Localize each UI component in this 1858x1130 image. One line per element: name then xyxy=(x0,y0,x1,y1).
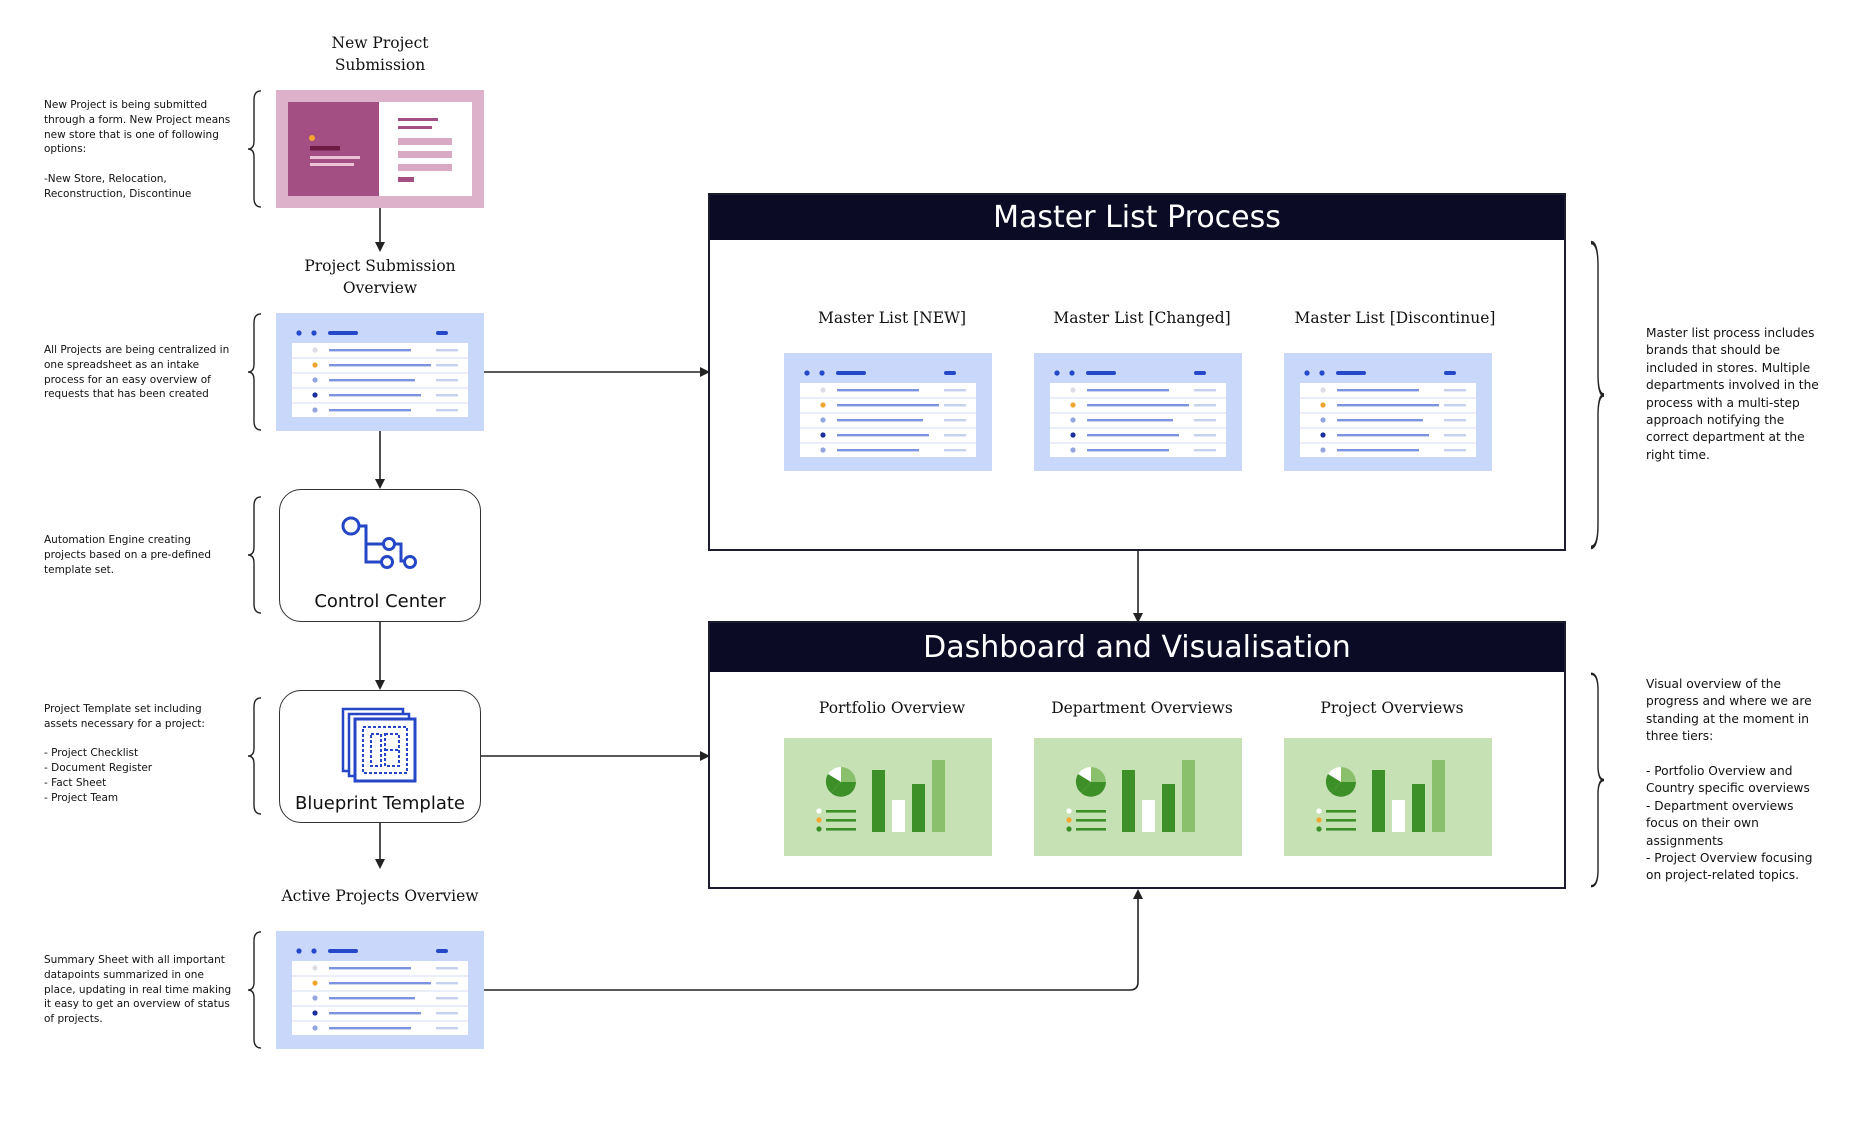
note-dashboard: Visual overview of the progress and wher… xyxy=(1646,677,1813,883)
dashboard-panel: Dashboard and Visualisation Portfolio Ov… xyxy=(708,621,1566,889)
active-projects-sheet-icon xyxy=(276,931,484,1049)
brace-submission-overview xyxy=(247,313,262,431)
active-projects-title: Active Projects Overview xyxy=(281,887,479,905)
project-dashboard-icon xyxy=(1284,738,1492,856)
note-submission-overview: All Projects are being centralized in on… xyxy=(44,344,230,401)
brace-master-list xyxy=(1589,240,1605,550)
brace-new-project xyxy=(247,90,262,208)
master-list-discontinue-label: Master List [Discontinue] xyxy=(1294,309,1496,327)
department-dashboard-icon xyxy=(1034,738,1242,856)
blueprint-icon xyxy=(341,707,417,783)
brace-dashboard xyxy=(1589,672,1605,888)
new-project-title: New Project Submission xyxy=(331,34,429,75)
form-icon xyxy=(276,90,484,208)
master-list-title: Master List Process xyxy=(710,195,1564,240)
brace-active-projects xyxy=(247,931,262,1049)
workflow-icon xyxy=(341,516,417,569)
control-center-label: Control Center xyxy=(314,591,446,612)
arrow-active-to-dashboard xyxy=(484,889,1143,991)
submission-overview-title: Project Submission Overview xyxy=(304,257,456,298)
master-list-new-label: Master List [NEW] xyxy=(817,309,967,327)
master-list-changed-label: Master List [Changed] xyxy=(1053,309,1231,327)
note-active-projects: Summary Sheet with all important datapoi… xyxy=(44,954,232,1026)
brace-control-center xyxy=(247,496,262,614)
portfolio-dashboard-icon xyxy=(784,738,992,856)
portfolio-overview-label: Portfolio Overview xyxy=(818,699,966,717)
master-list-panel: Master List Process Master List [NEW] Ma… xyxy=(708,193,1566,551)
note-control-center: Automation Engine creating projects base… xyxy=(44,534,211,576)
master-list-discontinue-sheet-icon xyxy=(1284,353,1492,471)
note-blueprint: Project Template set including assets ne… xyxy=(44,703,205,804)
department-overviews-label: Department Overviews xyxy=(1051,699,1233,717)
dashboard-title: Dashboard and Visualisation xyxy=(710,623,1564,672)
blueprint-template-label: Blueprint Template xyxy=(295,793,465,814)
note-master-list: Master list process includes brands that… xyxy=(1646,326,1819,462)
spreadsheet-icon xyxy=(276,313,484,431)
control-center-node: Control Center xyxy=(279,489,481,622)
blueprint-template-node: Blueprint Template xyxy=(279,690,481,823)
project-overviews-label: Project Overviews xyxy=(1320,699,1464,717)
master-list-changed-sheet-icon xyxy=(1034,353,1242,471)
brace-blueprint xyxy=(247,697,262,815)
master-list-new-sheet-icon xyxy=(784,353,992,471)
note-new-project: New Project is being submitted through a… xyxy=(44,99,231,200)
